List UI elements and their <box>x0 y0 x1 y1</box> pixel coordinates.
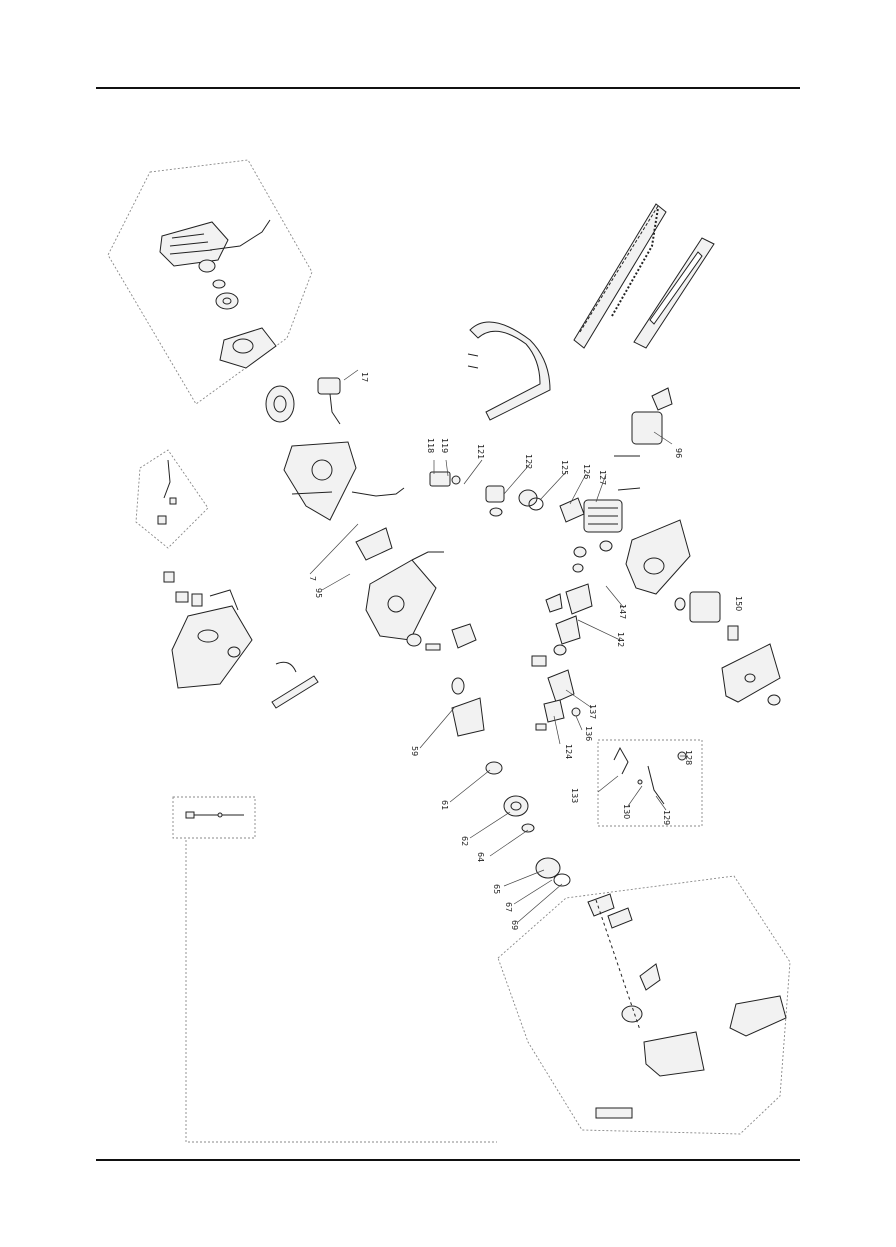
callout-65: 65 <box>492 884 501 894</box>
flywheel-part <box>266 386 294 422</box>
side-cover-part <box>722 644 780 705</box>
tank-housing-part <box>164 572 252 688</box>
callout-69: 69 <box>510 920 519 930</box>
tool-kit-part <box>186 812 244 818</box>
callout-62: 62 <box>460 836 469 846</box>
oil-tank-part <box>536 670 580 730</box>
callout-125: 125 <box>560 460 569 475</box>
callout-119: 119 <box>440 438 449 453</box>
callout-133: 133 <box>570 788 579 803</box>
callout-136: 136 <box>584 726 593 741</box>
callout-122: 122 <box>524 454 533 469</box>
callout-142: 142 <box>616 632 625 647</box>
callout-67: 67 <box>504 902 513 912</box>
callout-95: 95 <box>314 588 323 598</box>
chain-brake-part <box>588 894 786 1118</box>
muffler-part <box>614 388 672 490</box>
callout-61: 61 <box>440 800 449 810</box>
callout-147: 147 <box>618 604 627 619</box>
callout-118: 118 <box>426 438 435 453</box>
callout-129: 129 <box>662 810 671 825</box>
lower-frame-outline <box>186 840 497 1142</box>
callout-17: 17 <box>360 372 369 382</box>
clutch-part <box>486 762 570 886</box>
air-filter-strip-part <box>272 662 318 708</box>
top-handle-part <box>468 322 550 420</box>
oil-pump-housing-part <box>356 528 444 640</box>
cylinder-cover-part <box>626 520 690 594</box>
carburetor-part <box>430 472 584 522</box>
flywheel-cover-part <box>220 328 276 368</box>
spring-set-part <box>614 748 686 804</box>
pulley-part <box>199 260 238 309</box>
callout-137: 137 <box>588 704 597 719</box>
callout-121: 121 <box>476 444 485 459</box>
bar-cover-part <box>634 238 714 348</box>
callout-96: 96 <box>674 448 683 458</box>
callout-150: 150 <box>734 596 743 611</box>
starter-cover-part <box>160 220 270 266</box>
starter-assembly-outline <box>108 160 312 404</box>
callout-126: 126 <box>582 464 591 479</box>
tool-kit-outline <box>173 797 255 838</box>
air-filter-part <box>675 592 738 640</box>
callout-130: 130 <box>622 804 631 819</box>
callout-127: 127 <box>598 470 607 485</box>
callout-124: 124 <box>564 744 573 759</box>
crankcase-part <box>284 442 404 520</box>
ignition-coil-part <box>318 378 340 424</box>
callout-64: 64 <box>476 852 485 862</box>
callout-7: 7 <box>308 576 317 581</box>
callout-128: 128 <box>684 750 693 765</box>
intake-part <box>532 584 592 666</box>
callout-59: 59 <box>410 746 419 756</box>
cable-kit-part <box>158 460 176 524</box>
oil-pump-part <box>407 624 484 736</box>
